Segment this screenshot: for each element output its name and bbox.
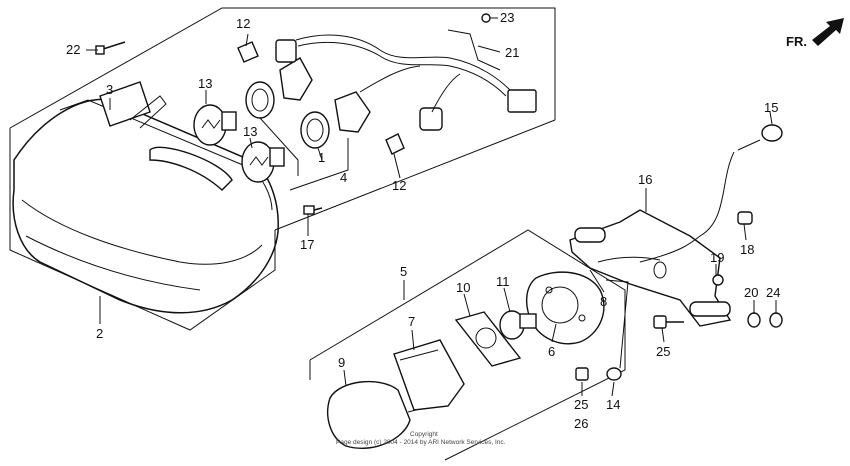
- screw-23[interactable]: [481, 13, 491, 23]
- bulb-upper[interactable]: [193, 104, 237, 146]
- callout-5: 5: [400, 264, 407, 279]
- callout-6: 6: [548, 344, 555, 359]
- wire-harness[interactable]: [295, 29, 537, 113]
- license-bulb[interactable]: [499, 310, 537, 340]
- copyright-line-1: Copyright: [410, 431, 438, 438]
- callout-20: 20: [744, 285, 758, 300]
- nut-14[interactable]: [606, 367, 622, 381]
- callout-9: 9: [338, 355, 345, 370]
- wedge-bulb-top[interactable]: [237, 41, 259, 63]
- callout-16: 16: [638, 172, 652, 187]
- license-light-cord[interactable]: [597, 139, 761, 263]
- callout-21: 21: [505, 45, 519, 60]
- callout-17: 17: [300, 237, 314, 252]
- callout-3: 3: [106, 82, 113, 97]
- nut-24[interactable]: [769, 312, 783, 328]
- front-direction-label: FR.: [786, 34, 807, 49]
- callout-19: 19: [710, 250, 724, 265]
- callout-2: 2: [96, 326, 103, 341]
- socket-gasket-lower[interactable]: [300, 111, 330, 149]
- callout-12-top: 12: [236, 16, 250, 31]
- socket-gasket-upper[interactable]: [245, 81, 275, 119]
- front-arrow-icon: [812, 18, 844, 46]
- callout-15: 15: [764, 100, 778, 115]
- callout-11: 11: [496, 274, 510, 289]
- tail-light-housing[interactable]: [12, 81, 279, 314]
- bulb-socket-upper[interactable]: [275, 39, 313, 101]
- screw-22[interactable]: [95, 41, 126, 55]
- callout-24: 24: [766, 285, 780, 300]
- callout-labels: 12 23 22 21 3 13 13 1 4 12 15 16 17 18 1…: [66, 10, 780, 431]
- plug-18[interactable]: [737, 211, 753, 225]
- bolt-25-right[interactable]: [653, 315, 684, 329]
- reflector[interactable]: [393, 339, 465, 411]
- callout-22: 22: [66, 42, 80, 57]
- lens-gasket[interactable]: [454, 311, 522, 367]
- callout-13-upper: 13: [198, 76, 212, 91]
- callout-7: 7: [408, 314, 415, 329]
- callout-1: 1: [318, 150, 325, 165]
- callout-18: 18: [740, 242, 754, 257]
- callout-12-bottom: 12: [392, 178, 406, 193]
- grommet-15[interactable]: [761, 124, 783, 142]
- washer-20[interactable]: [747, 312, 761, 328]
- callout-13-lower: 13: [243, 124, 257, 139]
- callout-4: 4: [340, 170, 347, 185]
- bulb-socket-lower[interactable]: [334, 91, 443, 133]
- copyright-line-2: Page design (c) 2004 - 2014 by ARI Netwo…: [336, 439, 506, 446]
- callout-25-bottom: 25: [574, 397, 588, 412]
- callout-14: 14: [606, 397, 620, 412]
- bulb-lower[interactable]: [241, 141, 285, 183]
- front-direction-badge: FR.: [786, 18, 844, 49]
- callout-8: 8: [600, 294, 607, 309]
- nut-19[interactable]: [712, 274, 724, 286]
- bolt-25-bottom[interactable]: [575, 367, 589, 381]
- callout-25-right: 25: [656, 344, 670, 359]
- wedge-bulb-bottom[interactable]: [385, 133, 405, 155]
- upper-assembly-frame: [9, 7, 556, 331]
- callout-26: 26: [574, 416, 588, 431]
- callout-10: 10: [456, 280, 470, 295]
- copyright-notice: Copyright Page design (c) 2004 - 2014 by…: [336, 431, 506, 446]
- license-light-base[interactable]: [525, 271, 605, 345]
- license-lens[interactable]: [327, 380, 417, 449]
- callout-23: 23: [500, 10, 514, 25]
- leader-lines: [86, 17, 777, 397]
- license-bracket[interactable]: [569, 209, 732, 327]
- screw-17[interactable]: [303, 205, 323, 215]
- license-light-frame: [309, 229, 626, 461]
